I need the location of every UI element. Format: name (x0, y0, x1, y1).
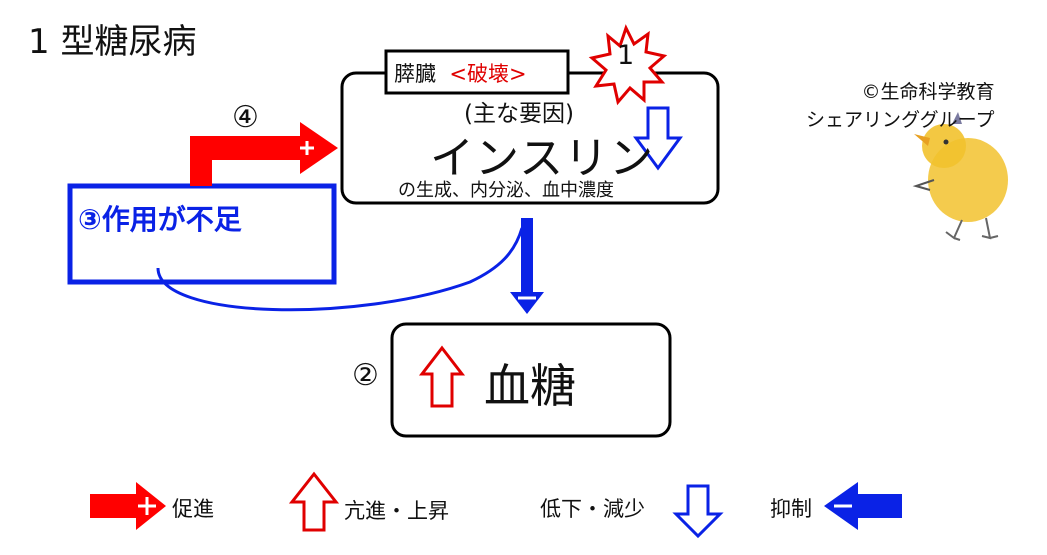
decrease-arrow-icon (633, 106, 683, 171)
glucose-box (390, 322, 672, 438)
burst-icon (588, 24, 668, 106)
copyright-line2: シェアリンググループ (806, 109, 995, 131)
pancreas-destroyed: <破壊> (449, 62, 527, 86)
legend-decrease-label: 低下・減少 (540, 497, 645, 521)
increase-arrow-icon (418, 345, 466, 408)
main-factor-label: (主な要因) (464, 101, 574, 127)
legend-promote-icon (90, 482, 166, 530)
insulin-label: インスリン (430, 133, 655, 184)
pancreas-label: 膵臓 <破壊> (394, 58, 527, 88)
legend-promote-label: 促進 (172, 497, 214, 521)
inhibit-arrow-down (510, 218, 544, 314)
glucose-label: 血糖 (484, 359, 576, 413)
marker-two: ② (352, 358, 379, 393)
promote-arrow (190, 122, 338, 186)
page-title: 1 型糖尿病 (28, 22, 197, 62)
effect-label: ③作用が不足 (78, 203, 242, 236)
insulin-subtitle: の生成、内分泌、血中濃度 (398, 180, 614, 201)
pancreas-label-box (384, 49, 570, 95)
legend-increase-label: 亢進・上昇 (344, 499, 449, 523)
legend-inhibit-icon (824, 482, 902, 530)
chick-mascot-icon (912, 112, 1008, 241)
plus-sign-icon (300, 141, 314, 155)
legend-increase-icon (288, 471, 340, 532)
connector-curve (156, 227, 524, 312)
marker-one: 1 (617, 40, 635, 71)
copyright-text: ©生命科学教育 シェアリンググループ (806, 78, 994, 134)
legend-inhibit-label: 抑制 (770, 497, 812, 521)
pancreas-organ: 膵臓 (394, 62, 436, 86)
legend-decrease-icon (672, 484, 724, 539)
copyright-line1: ©生命科学教育 (861, 81, 995, 103)
marker-four: ④ (232, 100, 259, 135)
